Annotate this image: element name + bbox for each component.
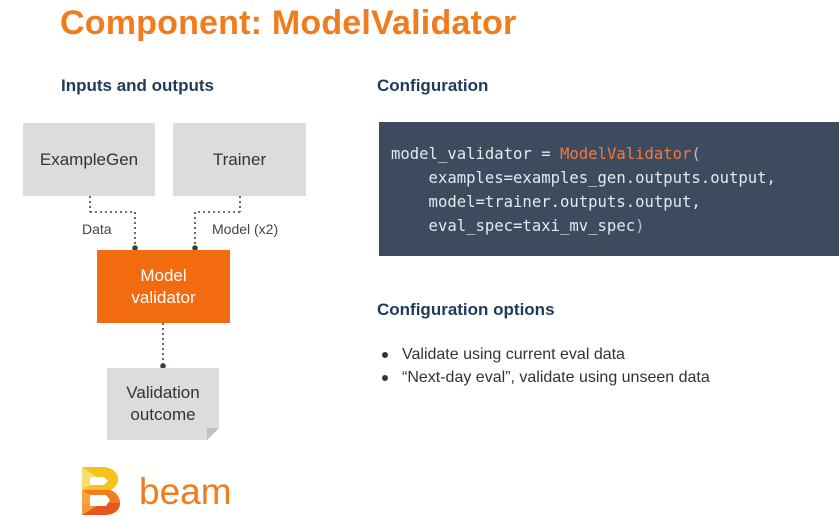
code-class-name: ModelValidator (560, 145, 692, 163)
slide-title: Component: ModelValidator (60, 4, 517, 42)
code-close-paren: ) (635, 217, 645, 235)
data-edge-label: Data (82, 221, 112, 237)
code-assignment: model_validator = (391, 145, 560, 163)
code-line-1: model_validator = ModelValidator( (391, 142, 839, 166)
beam-logo-text: beam (139, 471, 232, 512)
code-line-3: model=trainer.outputs.output, (391, 193, 701, 211)
option-text: Validate using current eval data (402, 346, 625, 363)
document-shape (107, 368, 219, 440)
list-item: Validate using current eval data (382, 343, 710, 366)
configuration-options-heading: Configuration options (377, 300, 555, 319)
code-open-paren: ( (691, 145, 701, 163)
code-block: model_validator = ModelValidator( exampl… (379, 122, 839, 256)
configuration-options-list: Validate using current eval data “Next-d… (382, 343, 710, 389)
model-edge-label: Model (x2) (212, 221, 279, 237)
validation-outcome-node: Validation outcome (107, 368, 219, 440)
examplegen-node: ExampleGen (23, 123, 155, 196)
validation-outcome-label: Validation outcome (126, 383, 200, 424)
configuration-heading: Configuration (377, 76, 489, 95)
bullet-icon (382, 351, 388, 358)
trainer-node: Trainer (173, 123, 306, 196)
data-connector (89, 196, 138, 251)
code-eval-spec: eval_spec=taxi_mv_spec (391, 217, 636, 235)
model-connector (192, 196, 241, 251)
model-validator-node: Model validator (97, 250, 230, 323)
code-line-4: eval_spec=taxi_mv_spec) (391, 214, 839, 238)
outcome-connector (160, 323, 166, 369)
option-text: “Next-day eval”, validate using unseen d… (402, 369, 710, 386)
beam-logo-icon (82, 467, 120, 515)
code-line-2: examples=examples_gen.outputs.output, (391, 169, 776, 187)
list-item: “Next-day eval”, validate using unseen d… (382, 366, 710, 389)
inputs-outputs-heading: Inputs and outputs (61, 76, 214, 95)
bullet-icon (382, 374, 388, 381)
